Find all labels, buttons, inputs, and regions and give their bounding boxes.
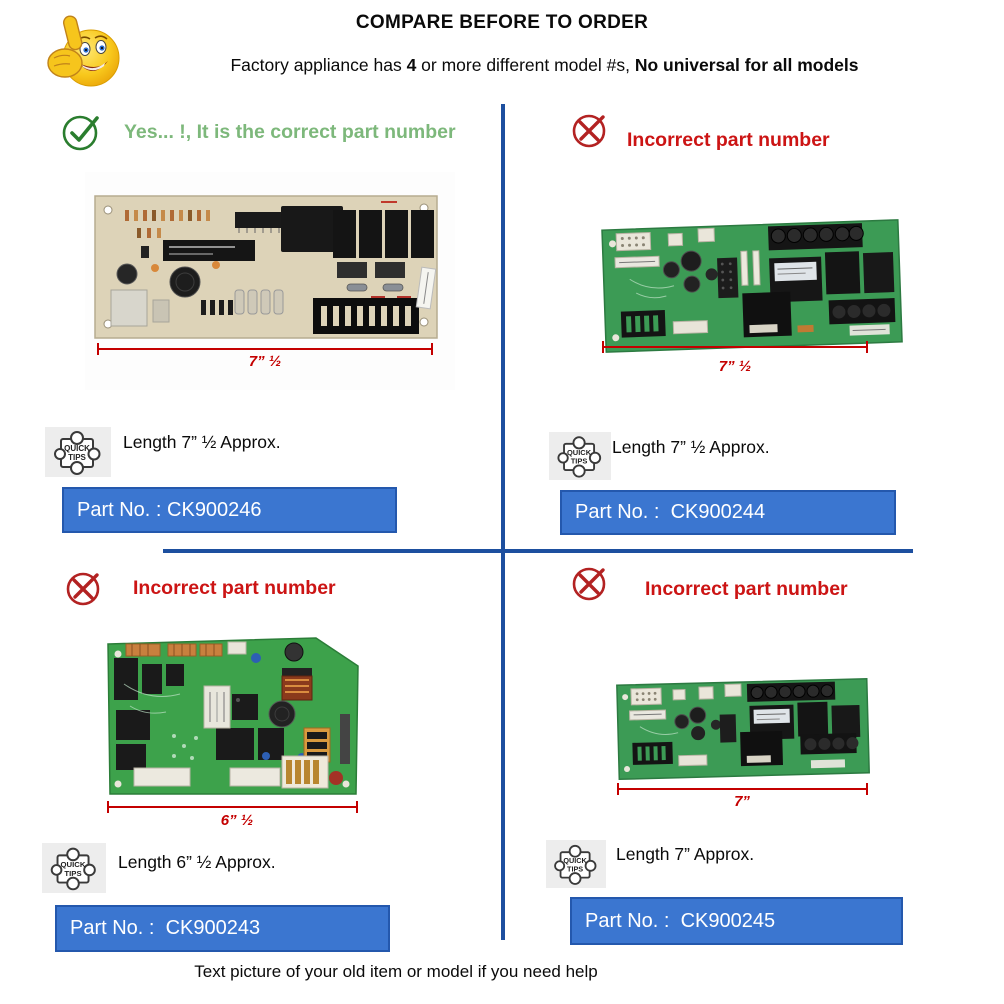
- quick-tips-text-1: QUICK: [61, 860, 86, 869]
- dimension-line-top-right: [602, 341, 868, 353]
- part-number-text: Part No. : CK900243: [70, 917, 261, 939]
- part-number-banner-ck900245: Part No. : CK900245: [570, 897, 903, 945]
- thumbs-up-emoji-icon: [42, 6, 122, 90]
- x-circle-icon-bottom-right: [570, 563, 610, 603]
- part-number-text: Part No. : CK900244: [575, 501, 766, 523]
- quick-tips-text-2: TIPS: [567, 864, 583, 873]
- check-circle-icon: [60, 110, 104, 154]
- quick-tips-puzzle-icon: QUICK TIPS: [45, 427, 111, 477]
- part-number-text: Part No. : CK900245: [585, 909, 776, 932]
- x-circle-icon-top-right: [570, 110, 610, 150]
- footer-note: Text picture of your old item or model i…: [194, 962, 598, 981]
- incorrect-heading-top-right: Incorrect part number: [627, 129, 830, 151]
- incorrect-heading-bottom-left: Incorrect part number: [133, 577, 336, 599]
- quick-tips-text-1: QUICK: [64, 444, 90, 453]
- pcb-photo-ck900245: [614, 674, 872, 782]
- x-circle-icon-bottom-left: [64, 568, 104, 608]
- quick-tips-text-2: TIPS: [571, 457, 588, 466]
- quick-tips-puzzle-icon: QUICK TIPS: [42, 843, 106, 893]
- quick-tips-text-2: TIPS: [68, 453, 86, 462]
- quick-tips-puzzle-icon: QUICK TIPS: [546, 840, 606, 888]
- length-text-top-right: Length 7” ½ Approx.: [612, 437, 770, 457]
- subtitle-tail: No universal for all models: [634, 55, 859, 75]
- dimension-line-bottom-left: [107, 801, 358, 813]
- dimension-line-bottom-right: [617, 783, 868, 795]
- quick-tips-text-1: QUICK: [567, 448, 592, 457]
- subtitle-mid: or more different model #s,: [416, 55, 635, 75]
- correct-heading: Yes... !, It is the correct part number: [124, 121, 456, 143]
- dimension-label-bottom-right: 7”: [734, 793, 750, 810]
- page-title: COMPARE BEFORE TO ORDER: [355, 12, 649, 33]
- pcb-photo-ck900246: [85, 172, 455, 390]
- pcb-photo-ck900243: [104, 636, 362, 800]
- dimension-line-top-left: [97, 343, 433, 355]
- subtitle-pre: Factory appliance has: [230, 55, 407, 75]
- length-text-top-left: Length 7” ½ Approx.: [123, 432, 281, 452]
- page-subtitle: Factory appliance has 4 or more differen…: [85, 55, 1004, 76]
- part-number-banner-ck900243: Part No. : CK900243: [55, 905, 390, 952]
- incorrect-heading-bottom-right: Incorrect part number: [645, 578, 848, 600]
- part-number-banner-ck900244: Part No. : CK900244: [560, 490, 896, 535]
- part-number-banner-ck900246: Part No. : CK900246: [62, 487, 397, 533]
- pcb-photo-ck900244: [600, 215, 905, 355]
- dimension-label-bottom-left: 6” ½: [220, 812, 254, 829]
- vertical-divider: [501, 104, 505, 940]
- length-text-bottom-left: Length 6” ½ Approx.: [118, 852, 276, 872]
- part-number-text: Part No. : CK900246: [77, 498, 262, 521]
- horizontal-divider: [163, 549, 913, 553]
- dimension-label-top-left: 7” ½: [248, 353, 282, 370]
- quick-tips-puzzle-icon: QUICK TIPS: [549, 432, 611, 480]
- dimension-label-top-right: 7” ½: [718, 358, 752, 375]
- quick-tips-text-1: QUICK: [563, 856, 587, 865]
- length-text-bottom-right: Length 7” Approx.: [616, 844, 755, 864]
- quick-tips-text-2: TIPS: [64, 869, 81, 878]
- subtitle-count: 4: [406, 55, 417, 75]
